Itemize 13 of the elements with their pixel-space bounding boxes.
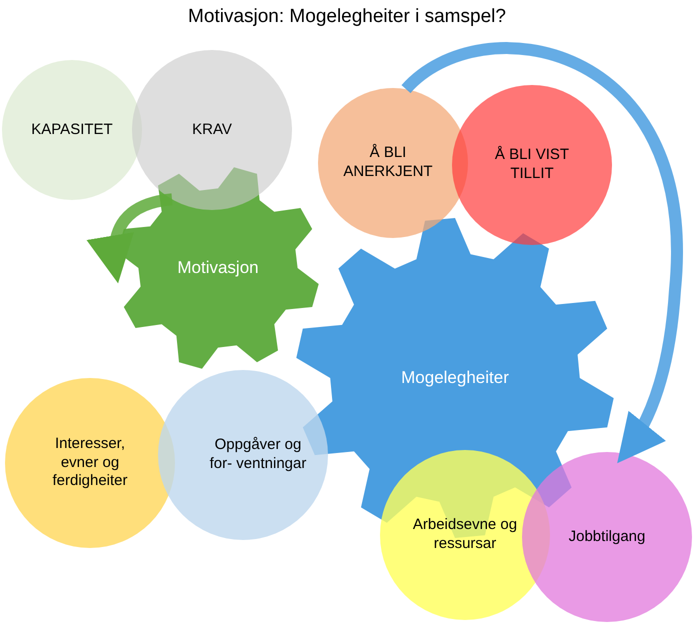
- circle-label: Å BLI VIST TILLIT: [494, 146, 570, 184]
- circle-label: Oppgåver og for- ventningar: [208, 436, 308, 474]
- gear-label: Mogelegheiter: [401, 367, 509, 389]
- gear-label: Motivasjon: [177, 257, 259, 279]
- circle-label: Arbeidsevne og ressursar: [412, 516, 518, 554]
- circle-label: Å BLI ANERKJENT: [342, 144, 434, 182]
- circle-label: KAPASITET: [31, 120, 113, 140]
- curved-arrow: [402, 42, 682, 464]
- circle-label: KRAV: [192, 120, 232, 140]
- circle-label: Jobbtilgang: [568, 528, 646, 546]
- circle-label: Interesser, evner og ferdigheiter: [51, 434, 129, 492]
- diagram-title: Motivasjon: Mogelegheiter i samspel?: [187, 6, 507, 28]
- curved-arrow: [88, 193, 173, 284]
